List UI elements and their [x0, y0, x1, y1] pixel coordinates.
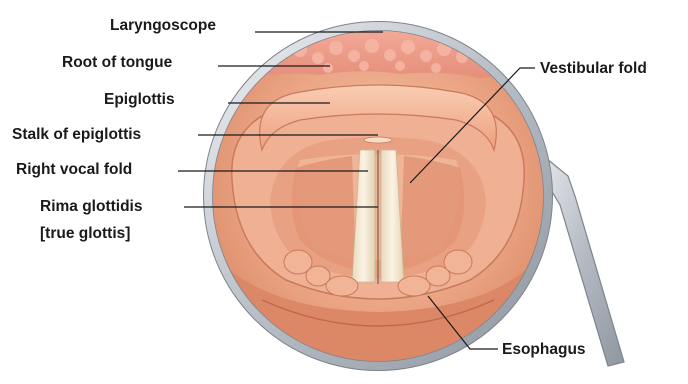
label-right-vocal-fold: Right vocal fold	[16, 161, 132, 178]
label-epiglottis: Epiglottis	[104, 91, 175, 108]
label-root-of-tongue: Root of tongue	[62, 54, 173, 71]
label-true-glottis: [true glottis]	[40, 225, 130, 242]
label-rima-glottidis: Rima glottidis	[40, 198, 142, 215]
label-stalk-of-epiglottis: Stalk of epiglottis	[12, 126, 141, 143]
label-vestibular-fold: Vestibular fold	[540, 60, 647, 77]
label-esophagus: Esophagus	[502, 341, 586, 358]
label-laryngoscope: Laryngoscope	[110, 17, 216, 34]
